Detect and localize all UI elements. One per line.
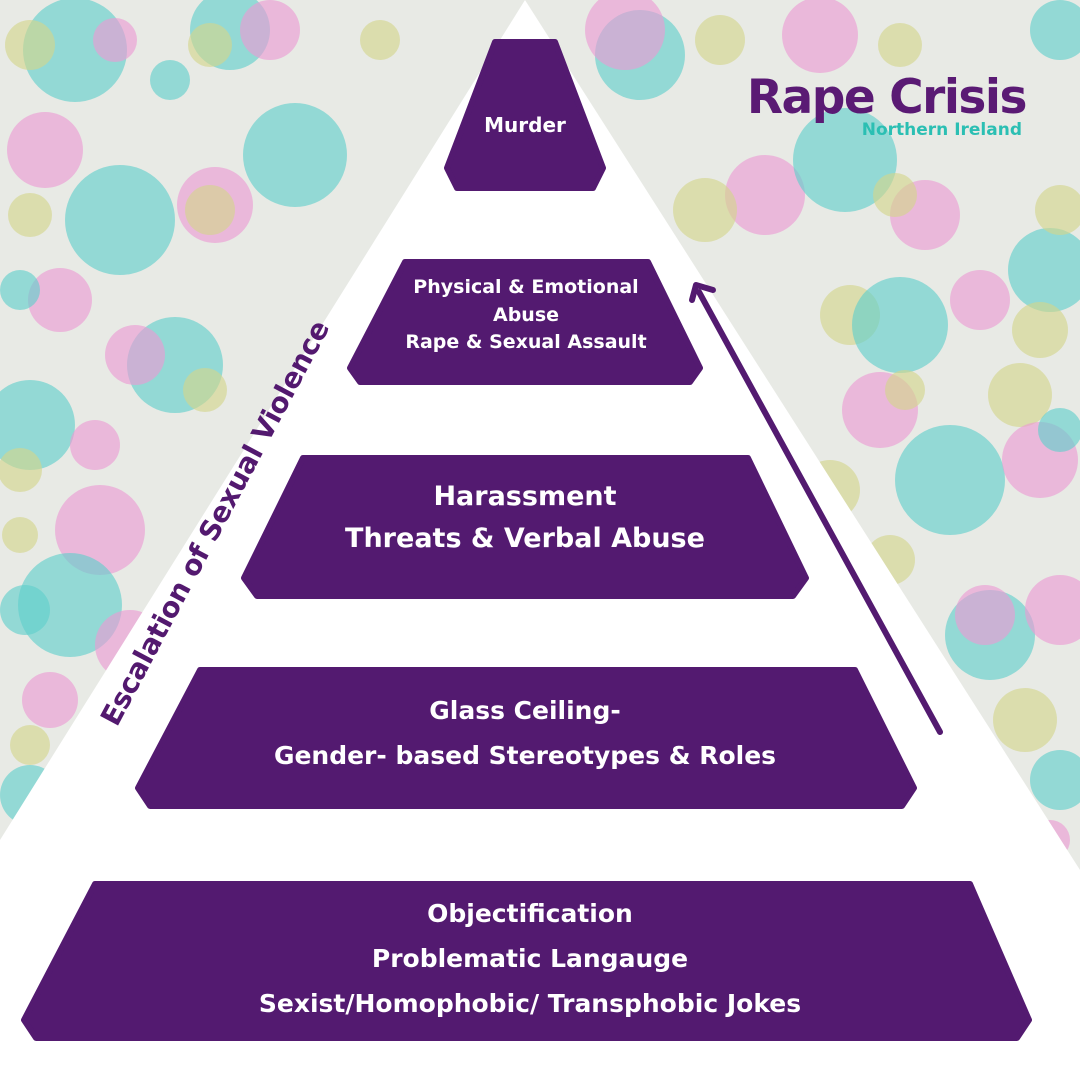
decorative-dot [955,585,1015,645]
decorative-dot [10,725,50,765]
decorative-dot [93,18,137,62]
tier-objectification: Objectification Problematic Langauge Sex… [40,891,1020,1026]
tier-shape-harassment [241,455,809,599]
decorative-dot [1030,750,1080,810]
decorative-dot [360,20,400,60]
decorative-dot [1008,228,1080,312]
tier-physical-emotional-abuse: Physical & Emotional Abuse Rape & Sexual… [356,274,696,357]
tier-shape-physical-abuse [347,259,703,385]
decorative-dot [1035,185,1080,235]
decorative-dot [873,173,917,217]
decorative-dot [105,325,165,385]
decorative-dot [18,553,122,657]
decorative-dot [1030,0,1080,60]
decorative-dot [2,517,38,553]
decorative-dot [695,15,745,65]
decorative-dot [7,112,83,188]
decorative-dot [725,155,805,235]
logo-title: Rape Crisis [746,70,1028,125]
tier-line: Problematic Langauge [371,944,689,973]
decorative-dot [55,485,145,575]
decorative-dot [852,277,948,373]
tier-line: Sexist/Homophobic/ Transphobic Jokes [258,989,802,1018]
decorative-dot [0,380,75,470]
tier-line: Objectification [427,899,633,928]
decorative-dot [1012,302,1068,358]
decorative-dot [5,20,55,70]
up-arrow-icon [689,282,943,735]
tier-line: Threats & Verbal Abuse [345,522,705,554]
tier-shape-glass-ceiling [135,667,917,809]
tier-line: Gender- based Stereotypes & Roles [273,741,777,770]
decorative-dot [0,270,40,310]
decorative-dot [150,60,190,100]
rape-crisis-logo: Rape Crisis Northern Ireland [706,70,1028,140]
decorative-dot [70,420,120,470]
logo-subtitle: Northern Ireland [861,120,1022,140]
decorative-dot [65,165,175,275]
decorative-dot [993,688,1057,752]
tier-line: Murder [484,113,566,137]
decorative-dot [950,270,1010,330]
decorative-dot [885,370,925,410]
tier-shape-murder [444,39,606,191]
decorative-dot [895,425,1005,535]
tier-line: Glass Ceiling- [429,696,621,725]
decorative-dot [22,672,78,728]
decorative-dot [988,363,1052,427]
decorative-dot [28,268,92,332]
decorative-dot [1038,408,1080,452]
decorative-dot [793,108,897,212]
decorative-dot [1025,575,1080,645]
tier-line: Abuse [492,303,560,326]
decorative-dot [782,0,858,73]
decorative-dot [8,193,52,237]
tier-shape-objectification [21,881,1032,1041]
tier-harassment: Harassment Threats & Verbal Abuse [250,476,800,560]
tier-line: Harassment [433,481,617,512]
decorative-dot [183,368,227,412]
decorative-dot [0,448,42,492]
tier-glass-ceiling: Glass Ceiling- Gender- based Stereotypes… [145,688,905,778]
tier-line: Rape & Sexual Assault [405,331,647,354]
decorative-dot [185,185,235,235]
decorative-dot [0,585,50,635]
decorative-dot [243,103,347,207]
decorative-dot [240,0,300,60]
tier-murder: Murder [450,112,600,138]
decorative-dot [673,178,737,242]
tier-line: Physical & Emotional [413,276,639,298]
decorative-dot [585,0,665,70]
decorative-dot [188,23,232,67]
decorative-dot [878,23,922,67]
